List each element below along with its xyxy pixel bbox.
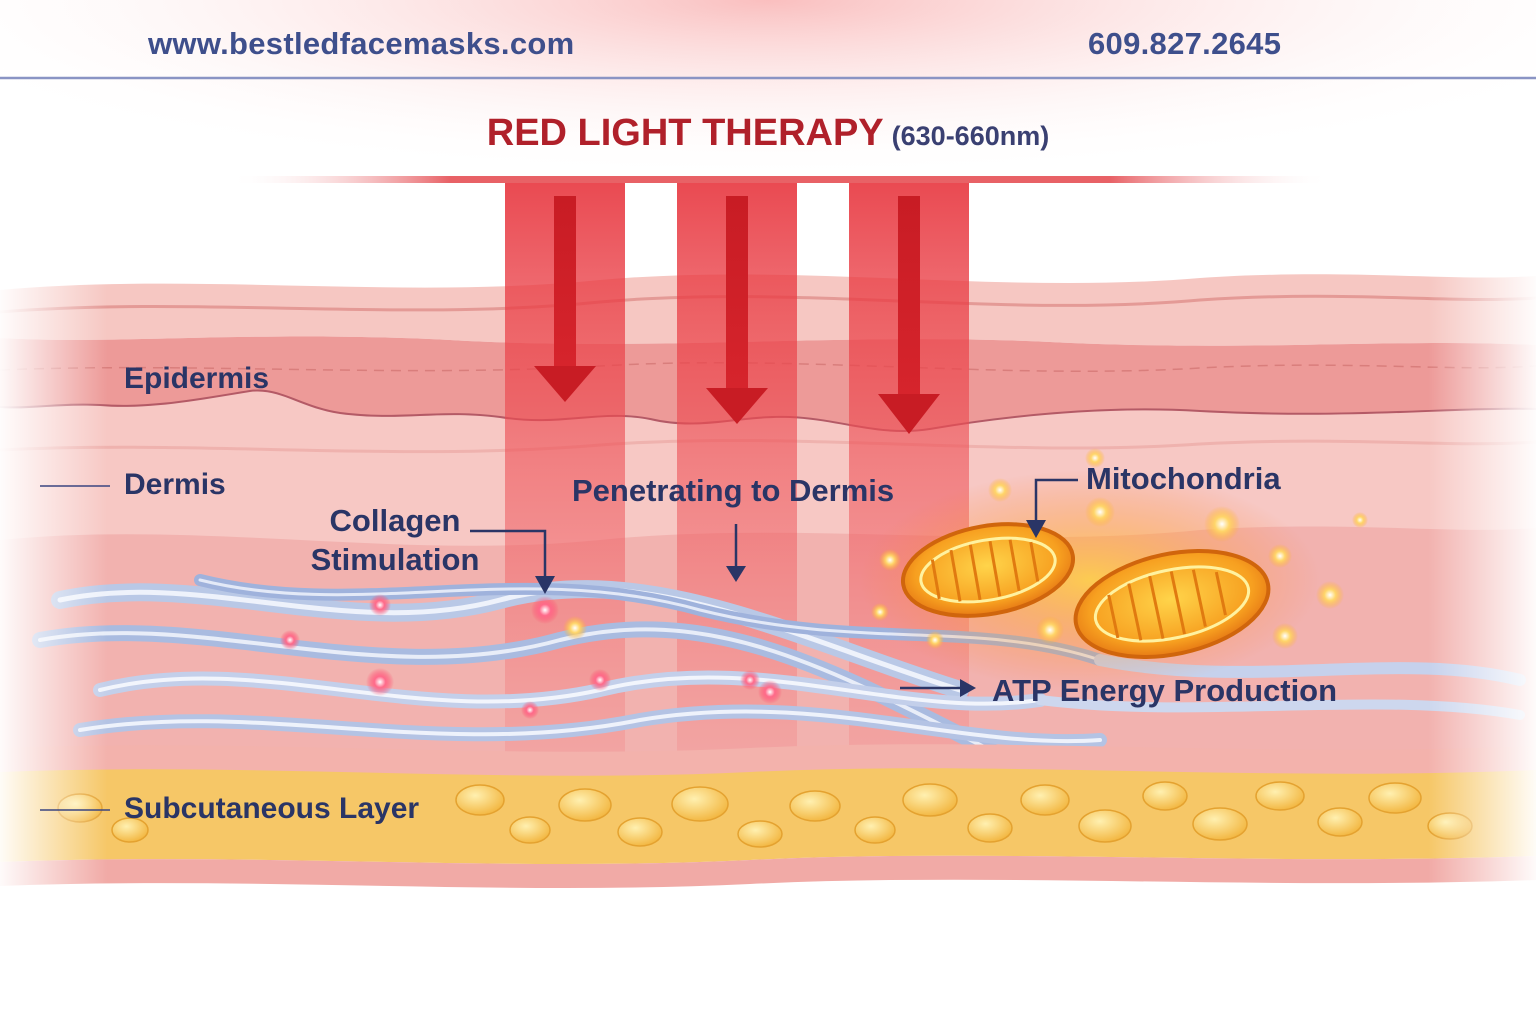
callout-collagen-line2: Stimulation bbox=[310, 541, 480, 577]
label-subcutaneous: Subcutaneous Layer bbox=[124, 792, 420, 825]
side-fade bbox=[0, 250, 1536, 910]
website-url: www.bestledfacemasks.com bbox=[148, 26, 575, 61]
penetrating-pointer-head bbox=[726, 566, 746, 582]
collagen-pointer-head bbox=[535, 576, 555, 594]
light-source-bar bbox=[230, 176, 1330, 183]
mitochondria-pointer bbox=[1034, 478, 1078, 522]
label-dermis: Dermis bbox=[124, 468, 226, 501]
callout-collagen-line1: Collagen bbox=[329, 503, 461, 538]
collagen-pointer bbox=[470, 529, 547, 578]
callout-mitochondria: Mitochondria bbox=[1086, 461, 1281, 496]
callout-collagen: Collagen Stimulation bbox=[290, 502, 500, 580]
diagram-title: RED LIGHT THERAPY(630-660nm) bbox=[0, 112, 1536, 155]
title-main: RED LIGHT THERAPY bbox=[486, 112, 884, 154]
mitochondria-pointer-head bbox=[1026, 520, 1046, 538]
callout-atp: ATP Energy Production bbox=[992, 673, 1338, 708]
phone-number: 609.827.2645 bbox=[1088, 26, 1282, 61]
callout-penetrating: Penetrating to Dermis bbox=[572, 473, 895, 508]
label-epidermis: Epidermis bbox=[124, 362, 270, 395]
atp-pointer-head bbox=[960, 679, 976, 697]
title-wavelength: (630-660nm) bbox=[891, 121, 1050, 151]
